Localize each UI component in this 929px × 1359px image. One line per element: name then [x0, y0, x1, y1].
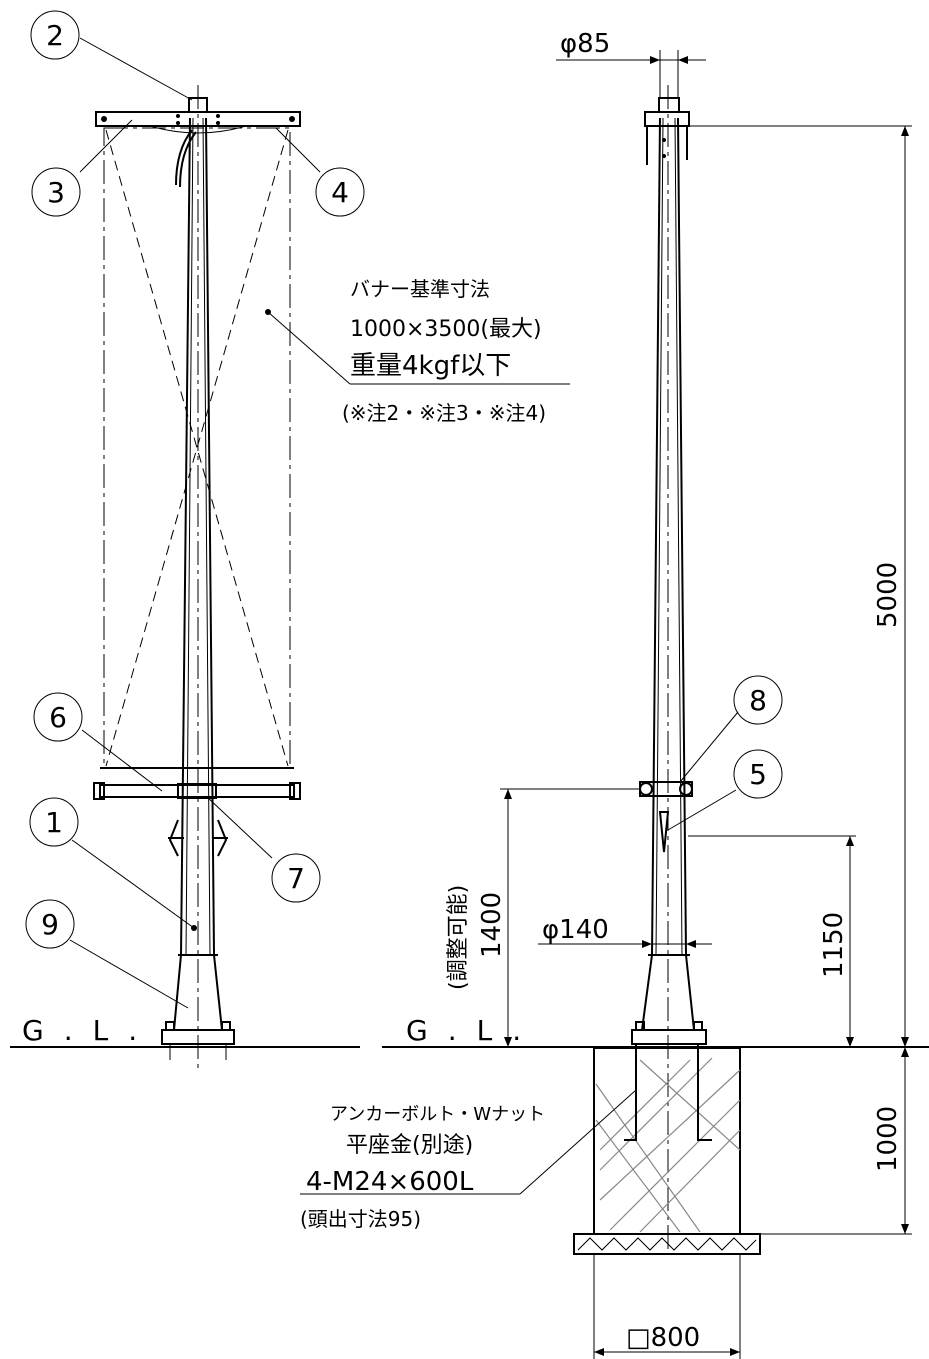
lower-arm-end — [289, 782, 301, 800]
top-arm-brace — [149, 125, 247, 134]
foundation-hatch — [595, 1057, 741, 1233]
anchor-bolt-right — [697, 1044, 712, 1141]
cable-hook — [175, 129, 197, 188]
callout-9: 9 — [25, 899, 75, 949]
svg-text:3: 3 — [47, 176, 65, 209]
svg-text:8: 8 — [749, 684, 767, 717]
svg-text:5: 5 — [749, 758, 767, 791]
pole-shaft-side-inner — [655, 117, 683, 956]
top-arm-bolt — [289, 116, 295, 122]
dim-arrow — [650, 56, 688, 64]
banner-diagonal — [105, 129, 289, 767]
banner-note-line3: 重量4kgf以下 — [350, 351, 511, 381]
top-bracket-side — [644, 111, 690, 127]
lower-arm-clamp — [177, 783, 217, 799]
svg-text:4: 4 — [331, 176, 349, 209]
base-nut-side — [693, 1021, 703, 1031]
leader-3 — [79, 119, 133, 173]
anchor-note-line3: 4-M24×600L — [306, 1167, 474, 1197]
leader-banner-dot — [265, 309, 271, 315]
front-view: G.L. — [10, 37, 570, 1070]
top-arm-bolt — [101, 116, 107, 122]
callout-1: 1 — [29, 797, 79, 847]
leader-1-dot — [191, 925, 197, 931]
foundation-block — [593, 1047, 741, 1235]
callout-8: 8 — [733, 675, 783, 725]
dim-bottom-diameter: φ140 — [542, 915, 609, 945]
anchor-note-line4: (頭出寸法95) — [300, 1207, 421, 1231]
base-nut-side — [635, 1021, 645, 1031]
leader-anchor — [519, 1089, 637, 1195]
callout-7: 7 — [271, 853, 321, 903]
dimension-lines — [500, 50, 912, 1359]
side-bracket — [168, 819, 228, 857]
dim-foundation-width: □800 — [626, 1323, 700, 1353]
anchor-bolt-left — [624, 1044, 637, 1141]
base-plate-side — [631, 1029, 707, 1045]
callout-3: 3 — [31, 167, 81, 217]
banner-note-line1: バナー基準寸法 — [350, 277, 490, 301]
leader-7 — [205, 795, 273, 859]
top-arm-hole — [176, 114, 180, 118]
callout-2: 2 — [30, 10, 80, 60]
dim-foundation-depth: 1000 — [873, 1106, 903, 1172]
dim-arm-height-note: (調整可能) — [446, 885, 471, 990]
dim-arm-height: 1400 — [477, 892, 507, 958]
base-plate — [161, 1029, 235, 1045]
top-arm-hole — [216, 121, 220, 125]
svg-text:6: 6 — [49, 701, 67, 734]
svg-text:7: 7 — [287, 862, 305, 895]
gravel-texture — [577, 1237, 757, 1251]
side-hole — [662, 154, 666, 158]
ground-label-right: G.L. — [406, 1014, 541, 1047]
svg-text:1: 1 — [45, 806, 63, 839]
base-nut — [221, 1021, 231, 1031]
banner-note-line2: 1000×3500(最大) — [350, 317, 542, 342]
pole-shaft-inner — [185, 117, 211, 956]
leader-9 — [69, 939, 189, 1009]
gravel-base — [573, 1233, 761, 1255]
top-bracket-legs — [646, 126, 688, 165]
leader-8 — [679, 711, 739, 783]
banner-outline — [103, 127, 291, 769]
dim-total-height: 5000 — [873, 562, 903, 628]
lower-arm — [99, 784, 295, 798]
pole-top-cap-side — [658, 97, 680, 113]
leader-5 — [667, 789, 737, 831]
bracket-side — [658, 811, 670, 853]
banner-note-line4: (※注2・※注3・※注4) — [342, 401, 546, 425]
top-arm — [95, 111, 301, 127]
leader-1 — [71, 839, 195, 929]
leader-6 — [81, 729, 163, 792]
leader-banner — [267, 311, 351, 385]
callout-6: 6 — [33, 692, 83, 742]
callout-5: 5 — [733, 749, 783, 799]
side-view: G.L. — [300, 85, 929, 1255]
lower-arm-end — [93, 782, 105, 800]
dim-top-diameter: φ85 — [560, 29, 610, 59]
clamp-bolt — [639, 782, 653, 796]
top-arm-hole — [176, 121, 180, 125]
anchor-note-line2: 平座金(別途) — [346, 1133, 473, 1158]
dim-bracket-height: 1150 — [819, 912, 849, 978]
clamp-bolt — [679, 782, 693, 796]
leader-2 — [79, 37, 193, 101]
svg-text:9: 9 — [41, 908, 59, 941]
top-arm-hole — [216, 114, 220, 118]
callout-4: 4 — [315, 167, 365, 217]
side-hole — [662, 138, 666, 142]
base-nut — [165, 1021, 175, 1031]
svg-text:2: 2 — [46, 19, 64, 52]
leader-4 — [275, 127, 321, 173]
ground-label-left: G.L. — [22, 1014, 157, 1047]
pole-shaft — [180, 117, 215, 956]
banner-diagonal — [105, 129, 289, 767]
anchor-note-line1: アンカーボルト・Wナット — [330, 1104, 545, 1125]
pole-shaft-side — [651, 117, 687, 956]
